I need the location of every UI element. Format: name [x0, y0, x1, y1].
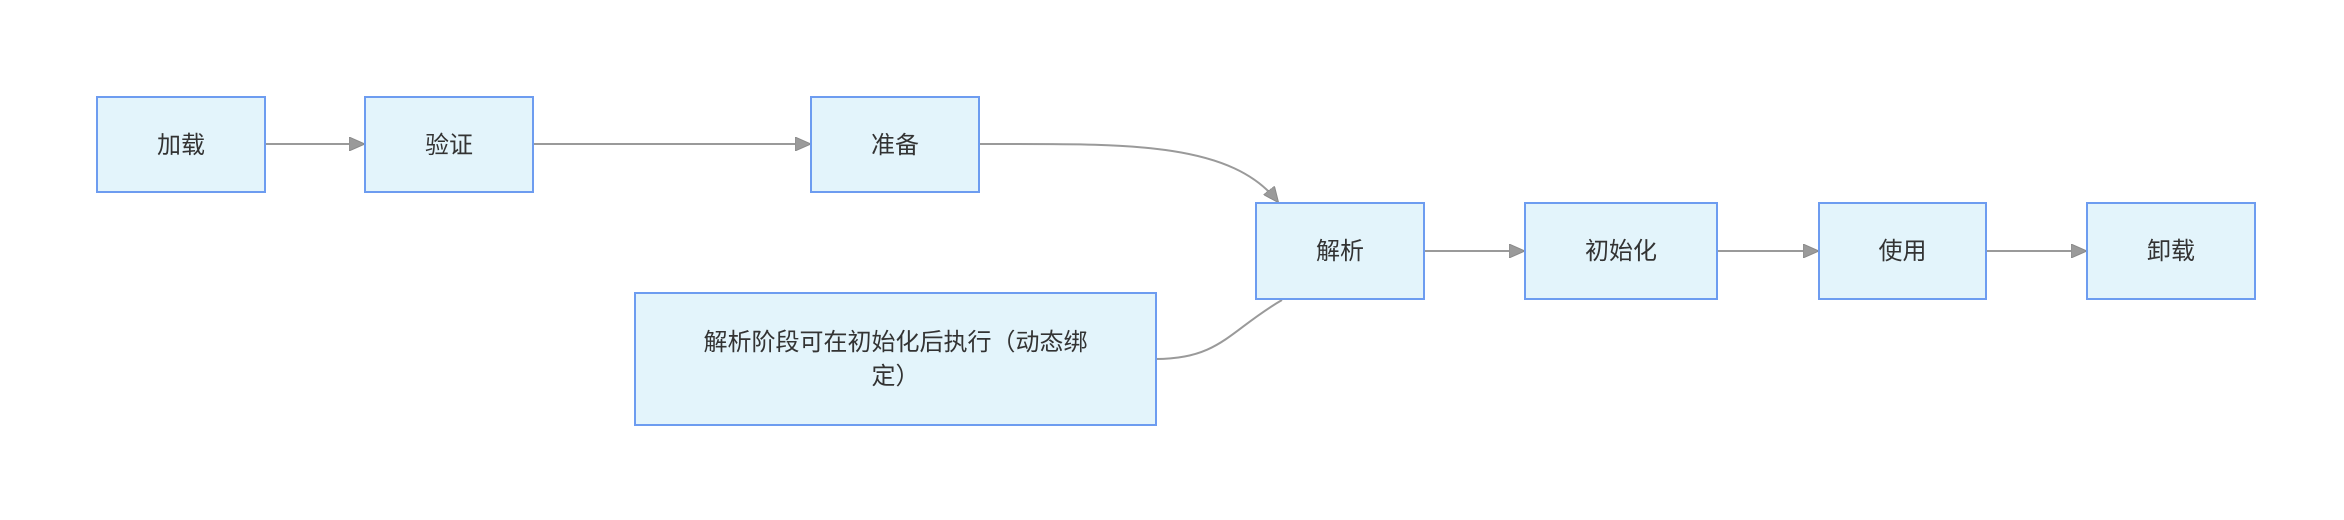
node-resolve-note: 解析阶段可在初始化后执行（动态绑定）: [634, 292, 1157, 426]
node-load: 加载: [96, 96, 266, 193]
node-unload-label: 卸载: [2147, 237, 2195, 265]
node-prepare-label: 准备: [871, 130, 919, 159]
node-verify-label: 验证: [425, 130, 473, 159]
node-initialize: 初始化: [1524, 202, 1718, 300]
node-load-label: 加载: [157, 130, 205, 159]
node-use-label: 使用: [1878, 237, 1927, 265]
edge-prepare-to-resolve: [979, 142, 1278, 202]
edge-note-to-resolve: [1155, 299, 1283, 360]
node-unload: 卸载: [2086, 202, 2256, 300]
node-resolve-label: 解析: [1316, 237, 1364, 265]
node-verify: 验证: [364, 96, 534, 193]
node-resolve: 解析: [1255, 202, 1425, 300]
node-resolve-note-label: 解析阶段可在初始化后执行（动态绑定）: [703, 328, 1088, 390]
node-use: 使用: [1818, 202, 1987, 300]
node-initialize-label: 初始化: [1585, 237, 1657, 265]
node-prepare: 准备: [810, 96, 980, 193]
